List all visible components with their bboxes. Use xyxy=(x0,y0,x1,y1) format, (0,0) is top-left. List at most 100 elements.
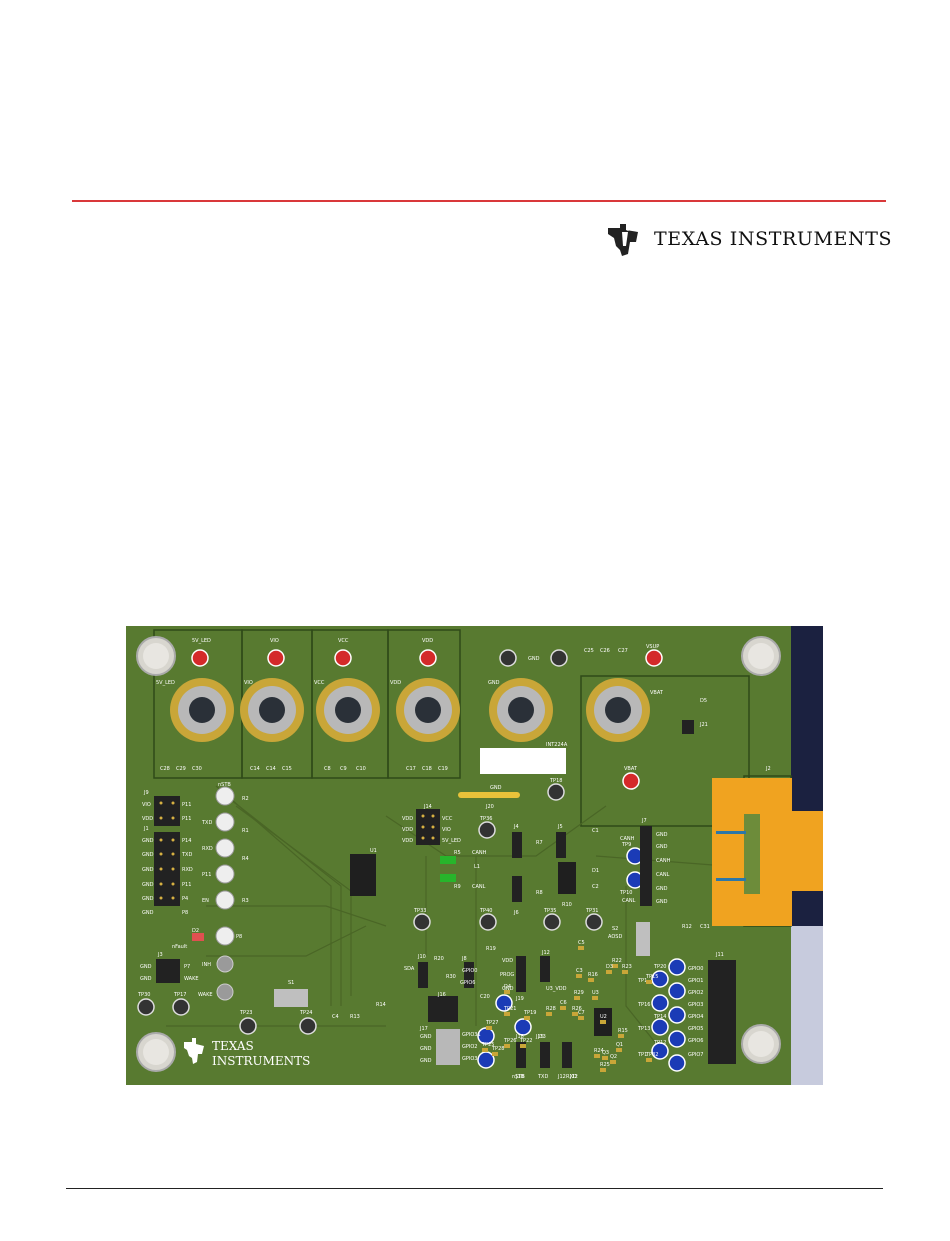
cap-c26: C26 xyxy=(600,648,610,654)
part-label: INT224A xyxy=(546,742,568,748)
misc-label: TP19 xyxy=(523,1010,536,1016)
s2-label: AOSD xyxy=(608,934,622,940)
j7-pin-4: CANL xyxy=(656,872,670,878)
misc-label: TP26 xyxy=(503,1038,516,1044)
j9-row-1: VIO xyxy=(142,802,151,808)
j11-label: J11 xyxy=(715,952,724,958)
j14-pin-3: 5V_LED xyxy=(442,838,461,844)
led-label-p11: P11 xyxy=(202,872,211,878)
j1-pin-4: P11 xyxy=(182,882,191,888)
tp31: TP31 xyxy=(585,908,598,914)
j1-name: J1 xyxy=(143,826,149,832)
ti-logo-icon xyxy=(608,224,638,256)
label-5v-led: 5V_LED xyxy=(192,638,211,644)
misc-pad xyxy=(520,1044,526,1048)
misc-label: TP25 xyxy=(481,1042,494,1048)
mid-j13: J13 xyxy=(537,1034,546,1040)
misc-label: C5 xyxy=(578,940,585,946)
cap-c14b: C14 xyxy=(266,766,276,772)
led-label-txd: TXD xyxy=(201,820,212,826)
misc-pad xyxy=(560,1006,566,1010)
misc-pad xyxy=(594,1054,600,1058)
tp1a: TP1 xyxy=(637,978,647,984)
j20-name: J20 xyxy=(485,804,494,810)
misc-pad xyxy=(612,964,618,968)
label-vio: VIO xyxy=(270,638,279,644)
misc-pad xyxy=(504,1012,510,1016)
misc-label: TP28 xyxy=(491,1046,504,1052)
tp1b: TP1 xyxy=(637,1052,647,1058)
mid-j19: J19 xyxy=(515,996,524,1002)
c4: C4 xyxy=(332,1014,339,1020)
c2: C2 xyxy=(592,884,599,890)
cap-c30: C30 xyxy=(192,766,202,772)
tp30: TP30 xyxy=(137,992,150,998)
led-label-rxd: RXD xyxy=(202,846,213,852)
jack-label-gnd: GND xyxy=(488,680,500,686)
j6: J6 xyxy=(513,910,519,916)
misc-pad xyxy=(486,1026,492,1030)
j7-pin-2: GND xyxy=(656,844,668,850)
tp17: TP17 xyxy=(173,992,186,998)
j17-row-2: GND xyxy=(420,1046,432,1052)
misc-pad xyxy=(600,1020,606,1024)
label-vcc: VCC xyxy=(338,638,349,644)
mid-j8: J8 xyxy=(461,956,467,962)
gpio2: GPIO2 xyxy=(688,990,703,996)
mid-j18: J18 xyxy=(515,1034,524,1040)
board-brand-line1: TEXAS xyxy=(212,1039,254,1053)
cap-c18: C18 xyxy=(422,766,432,772)
r8: R8 xyxy=(536,890,543,896)
j1-row-4: GND xyxy=(142,882,154,888)
j3-pin-2: WAKE xyxy=(184,976,199,982)
tp-canl: CANL xyxy=(622,898,636,904)
cap-c15: C15 xyxy=(282,766,292,772)
canh-label: CANH xyxy=(472,850,487,856)
inh-label: INH xyxy=(202,962,211,968)
misc-label: R23 xyxy=(622,964,632,970)
r14: R14 xyxy=(376,1002,386,1008)
jb-j15: J15 xyxy=(535,1034,544,1040)
gpio5: GPIO5 xyxy=(688,1026,703,1032)
misc-label: TP32 xyxy=(645,1052,658,1058)
tp33: TP33 xyxy=(413,908,426,914)
gpio3: GPIO3 xyxy=(688,1002,703,1008)
jb-txd: TXD xyxy=(537,1074,548,1080)
j17-row-3: GND xyxy=(420,1058,432,1064)
j9-name: J9 xyxy=(143,790,149,796)
j1-row-1: GND xyxy=(142,838,154,844)
misc-label: Q1 xyxy=(616,1042,623,1048)
jack-label-vbat: VBAT xyxy=(650,690,664,696)
r10: R10 xyxy=(562,902,572,908)
s2-name: S2 xyxy=(612,926,618,932)
jb-rxd: RXD xyxy=(566,1074,577,1080)
cap-c10: C10 xyxy=(356,766,366,772)
led-label-nstb: nSTB xyxy=(218,782,231,788)
jb-j12: J12 xyxy=(569,1074,578,1080)
r1: R1 xyxy=(242,828,249,834)
misc-pad xyxy=(602,1056,608,1060)
j14-row-3: VDD xyxy=(402,838,413,844)
j3-pin-1: P7 xyxy=(184,964,190,970)
r12: R12 xyxy=(682,924,692,930)
misc-label: D4 xyxy=(504,984,511,990)
cap-c9: C9 xyxy=(340,766,347,772)
misc-label: R25 xyxy=(600,1062,610,1068)
misc-pad xyxy=(646,1058,652,1062)
misc-label: R28 xyxy=(546,1006,556,1012)
misc-pad xyxy=(482,1048,488,1052)
tp36: TP36 xyxy=(479,816,492,822)
j14-row-1: VDD xyxy=(402,816,413,822)
j7-name: J7 xyxy=(641,818,647,824)
misc-pad xyxy=(504,1044,510,1048)
vbat-label: VBAT xyxy=(624,766,638,772)
misc-label: C7 xyxy=(578,1010,585,1016)
wake-label: WAKE xyxy=(198,992,213,998)
jb-nstb: nSTB xyxy=(512,1074,525,1080)
led-label-p8: P8 xyxy=(236,934,242,940)
u3-vdd: U3_VDD xyxy=(546,986,567,992)
cap-c17: C17 xyxy=(406,766,416,772)
tp18: TP18 xyxy=(549,778,562,784)
evm-board-photo: 5V_LED VIO VCC VDD 5V_LED VIO VCC VDD GN… xyxy=(126,626,823,1085)
r7: R7 xyxy=(536,840,543,846)
